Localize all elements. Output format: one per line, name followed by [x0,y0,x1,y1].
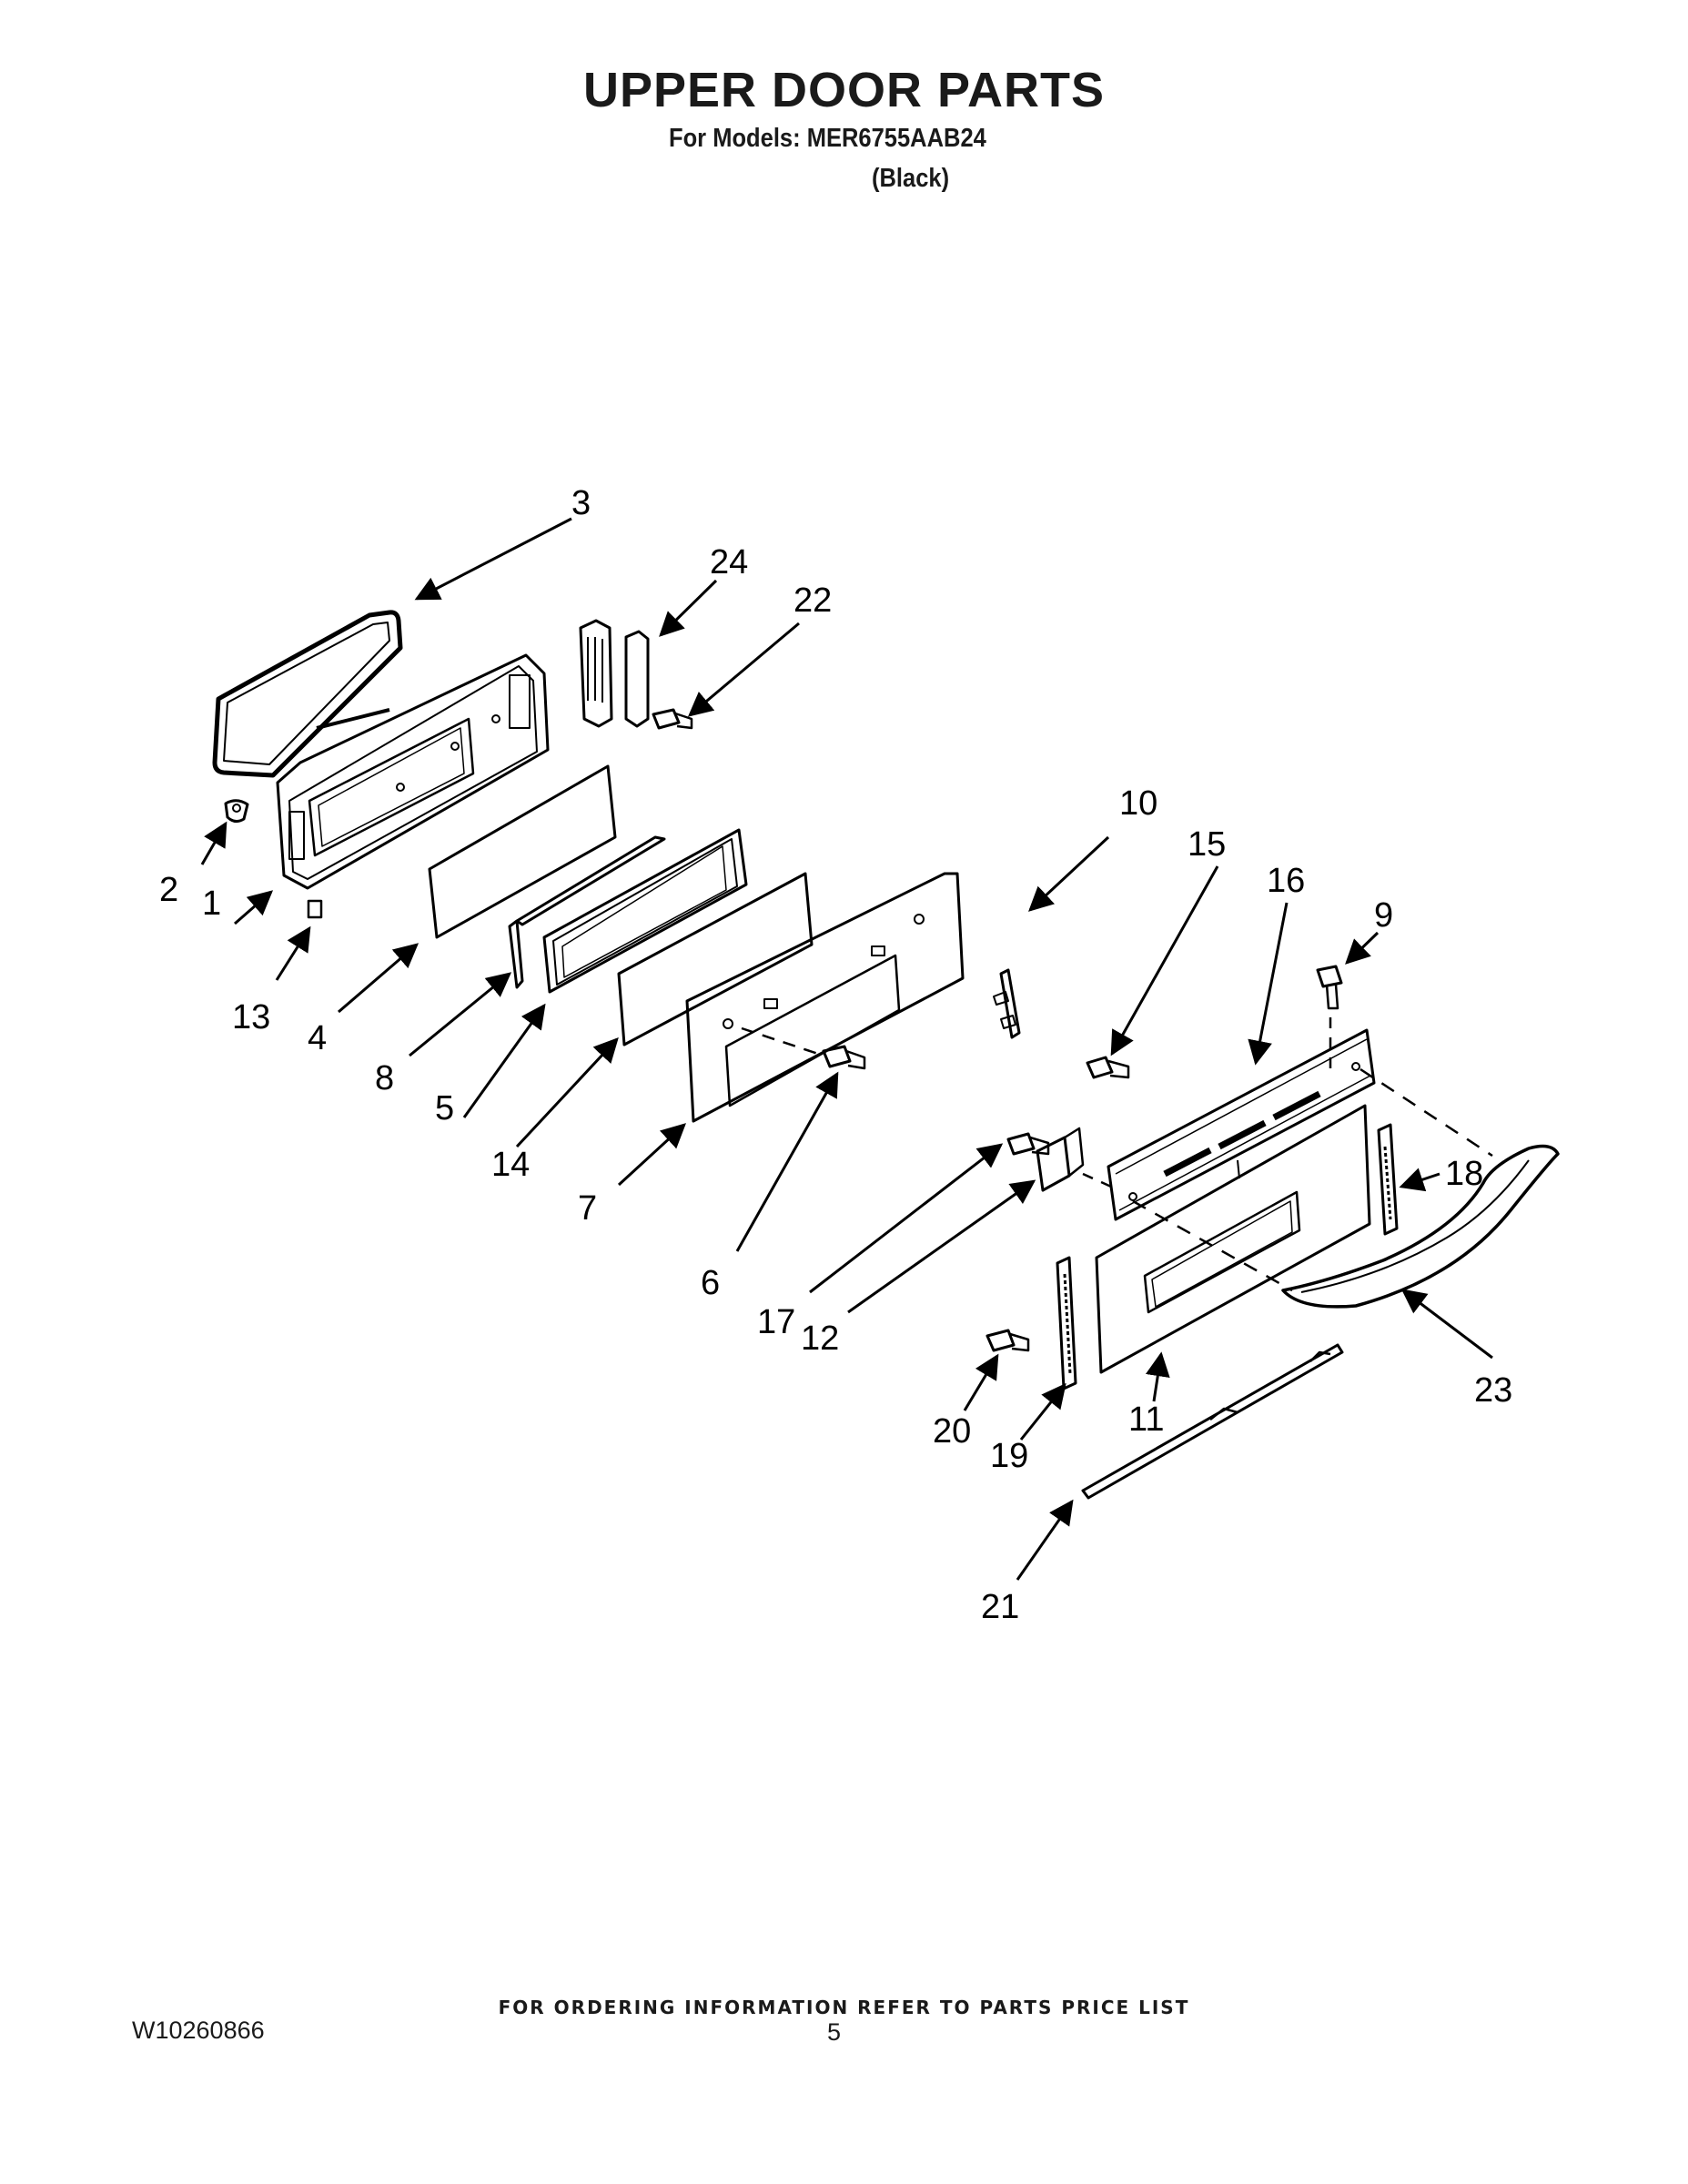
callout-6: 6 [701,1264,720,1302]
callout-11: 11 [1128,1400,1164,1439]
part-13-spacer [307,899,323,919]
part-15-screw [1086,1056,1130,1079]
part-5-glass-pack [542,828,748,994]
part-18-side-vent [1377,1123,1399,1236]
part-10-door-bracket [993,968,1021,1039]
leader-arrows [200,517,1493,1581]
part-23-door-handle [1281,1144,1560,1309]
page-title: UPPER DOOR PARTS [582,63,1106,117]
callout-5: 5 [435,1089,454,1127]
part-11-outer-door-panel [1095,1104,1371,1374]
part-22-screw [652,708,693,730]
part-16-vent-trim [1107,1028,1376,1221]
part-12-hinge-bracket [1036,1127,1085,1192]
part-3-door-gasket [212,610,403,778]
page-number: 5 [827,2018,842,2046]
part-20-screw [986,1329,1030,1352]
part-2-door-bumper [224,799,249,824]
document-number: W10260866 [132,2017,265,2044]
part-17-screw [1006,1132,1050,1156]
part-9-screw [1316,965,1343,1010]
callout-24: 24 [710,543,748,581]
callout-13: 13 [232,998,270,1036]
part-24-door-latch [579,619,650,728]
color-line: (Black) [872,164,950,193]
callout-20: 20 [933,1412,971,1451]
part-7-door-shield [685,872,965,1123]
callout-7: 7 [578,1189,597,1228]
callout-labels: 1 2 3 4 5 6 7 8 9 10 11 12 13 14 15 16 1… [159,484,1512,1626]
callout-1: 1 [202,885,221,923]
callout-15: 15 [1188,825,1226,864]
callout-10: 10 [1119,784,1157,823]
part-4-inner-glass [428,764,617,939]
callout-4: 4 [308,1019,327,1057]
callout-19: 19 [990,1437,1028,1475]
callout-12: 12 [801,1320,839,1358]
callout-2: 2 [159,871,178,909]
part-6-screw [822,1045,866,1070]
part-8-glass-retainer [508,835,666,989]
callout-16: 16 [1267,862,1305,900]
models-line: For Models: MER6755AAB24 [669,124,986,153]
part-1-inner-door-panel [276,653,550,890]
callout-18: 18 [1445,1155,1483,1193]
callout-3: 3 [571,484,591,522]
callout-17: 17 [757,1303,795,1341]
part-19-side-vent [1056,1256,1077,1390]
callout-14: 14 [491,1146,530,1184]
callout-23: 23 [1474,1371,1512,1410]
part-21-bottom-trim [1081,1343,1344,1500]
part-14-outer-glass [617,872,814,1046]
callout-22: 22 [793,581,832,620]
callout-21: 21 [981,1588,1019,1626]
ordering-note: FOR ORDERING INFORMATION REFER TO PARTS … [498,1997,1190,2018]
callout-9: 9 [1374,896,1393,935]
callout-8: 8 [375,1059,394,1097]
